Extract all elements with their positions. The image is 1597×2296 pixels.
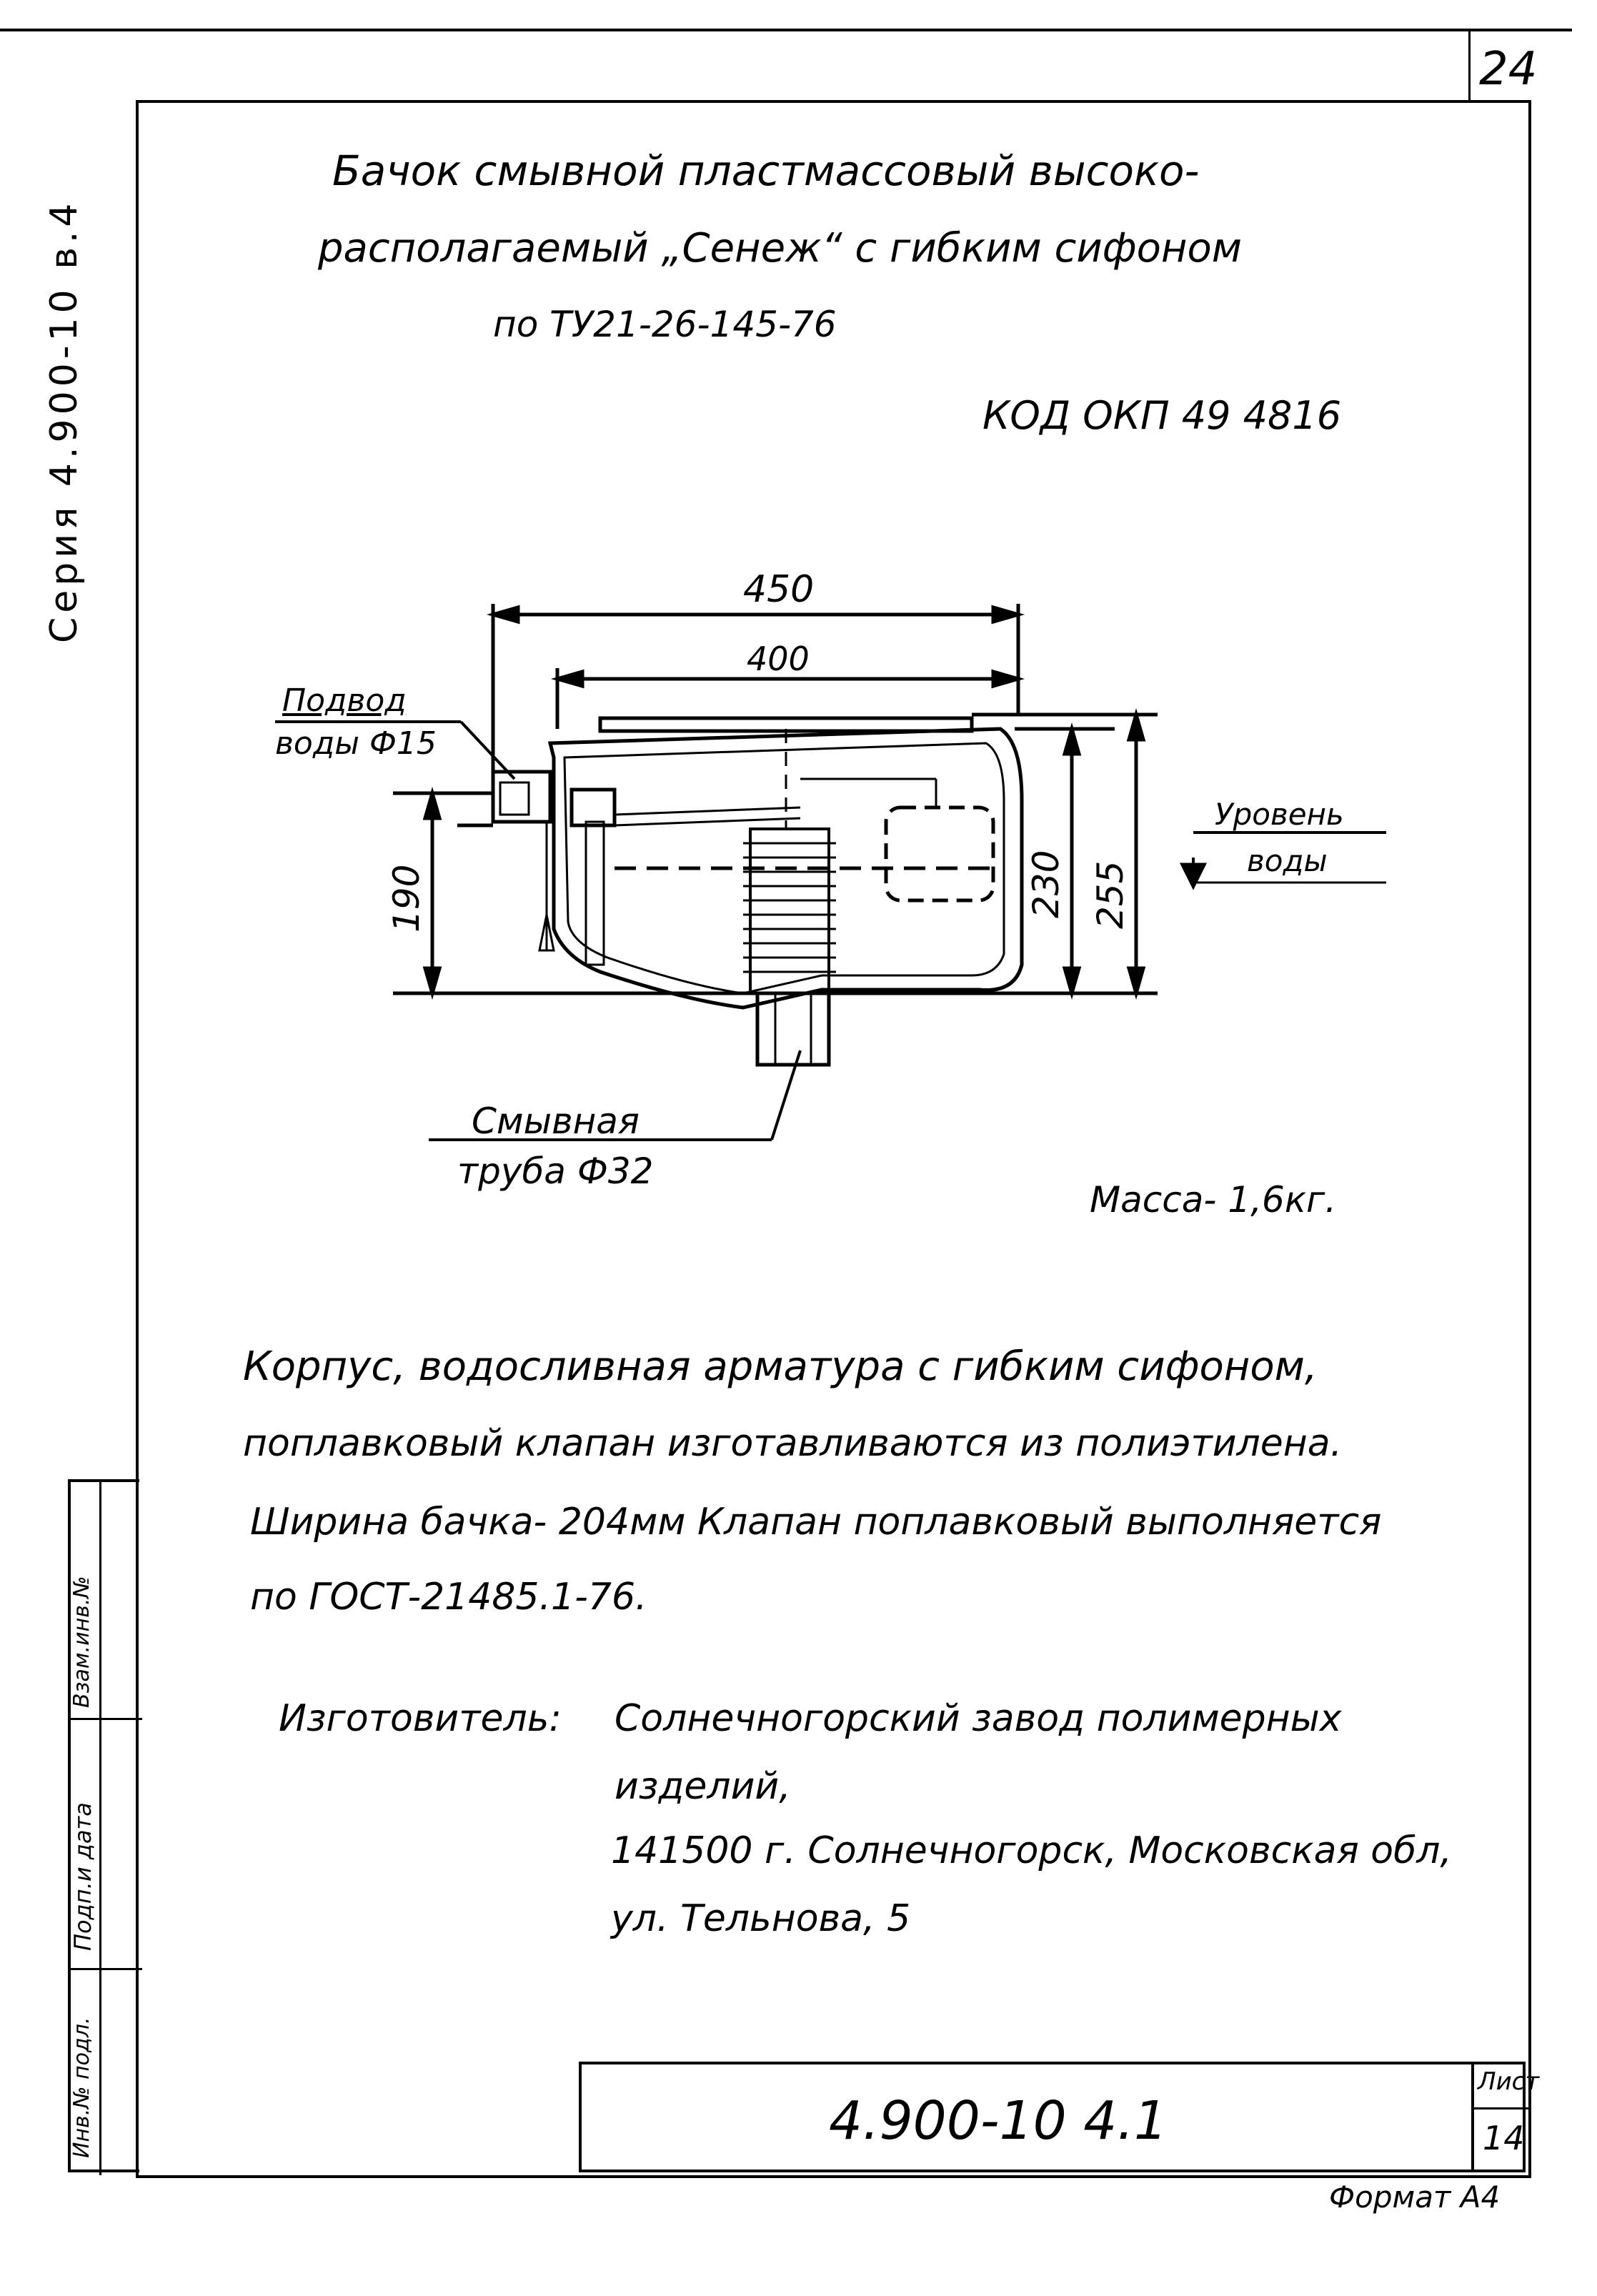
dim-450-arrow-left — [486, 605, 520, 625]
manufacturer-line-1: Солнечногорский завод полимерных — [615, 1697, 1342, 1740]
corner-number-separator — [1468, 29, 1471, 100]
dim-255-label: 255 — [1090, 860, 1131, 929]
flush-pipe-label-2: труба Ф32 — [457, 1151, 654, 1192]
cistern-body — [547, 727, 1024, 1010]
description-line-4: по ГОСТ-21485.1-76. — [250, 1576, 647, 1619]
title-line-2: располагаемый „Сенеж“ с гибким сифоном — [318, 225, 1243, 272]
description-line-3: Ширина бачка- 204мм Клапан поплавковый в… — [250, 1501, 1382, 1544]
sheet-number: 14 — [1483, 2119, 1525, 2157]
title-line-3: по ТУ21-26-145-76 — [493, 304, 837, 345]
format-label: Формат А4 — [1329, 2180, 1501, 2215]
dim-400-label: 400 — [747, 640, 810, 678]
dim-190-label: 190 — [386, 864, 427, 933]
title-stamp — [579, 2062, 1528, 2172]
float-dashed — [884, 805, 995, 903]
water-level-label-1: Уровень — [1215, 797, 1344, 832]
document-code: 4.900-10 4.1 — [829, 2090, 1168, 2152]
description-line-2: поплавковый клапан изготавливаются из по… — [243, 1422, 1343, 1465]
top-border-line — [0, 29, 1572, 31]
float-valve — [569, 787, 617, 828]
float-arm — [614, 806, 801, 816]
flush-pipe — [755, 991, 831, 1067]
flush-pipe-leader — [770, 1050, 802, 1140]
water-supply-fitting — [491, 770, 552, 824]
flexible-siphon — [743, 729, 836, 995]
dim-450-label: 450 — [743, 568, 815, 611]
mass-label: Масса- 1,6кг. — [1090, 1179, 1337, 1221]
valve-tube — [584, 820, 605, 966]
manufacturer-label: Изготовитель: — [279, 1697, 562, 1740]
sheet-label: Лист — [1478, 2067, 1540, 2096]
water-supply-label-1: Подвод — [282, 682, 407, 719]
manufacturer-line-3: 141500 г. Солнечногорск, Московская обл, — [611, 1829, 1452, 1872]
water-level-arrow — [1179, 863, 1208, 890]
dim-230-label: 230 — [1025, 850, 1067, 918]
supply-leader — [459, 720, 516, 780]
water-supply-label-2: воды Ф15 — [275, 725, 437, 762]
title-line-1: Бачок смывной пластмассовый высоко- — [332, 146, 1200, 195]
flush-pipe-label-1: Смывная — [472, 1100, 640, 1142]
cistern-inner-wall — [563, 742, 1005, 995]
side-stamp — [68, 1479, 142, 2175]
drawing-frame — [136, 100, 1531, 2178]
dim-450-arrow-right — [991, 605, 1025, 625]
dim-400-arrow-right — [991, 669, 1025, 689]
manufacturer-line-2: изделий, — [615, 1765, 791, 1808]
water-level-label-2: воды — [1247, 843, 1328, 878]
dim-400-arrow-left — [550, 669, 584, 689]
sheet-corner-number: 24 — [1479, 43, 1538, 96]
okp-code: КОД ОКП 49 4816 — [982, 393, 1342, 438]
description-line-1: Корпус, водосливная арматура с гибким си… — [243, 1343, 1318, 1390]
manufacturer-line-4: ул. Тельнова, 5 — [611, 1897, 911, 1940]
